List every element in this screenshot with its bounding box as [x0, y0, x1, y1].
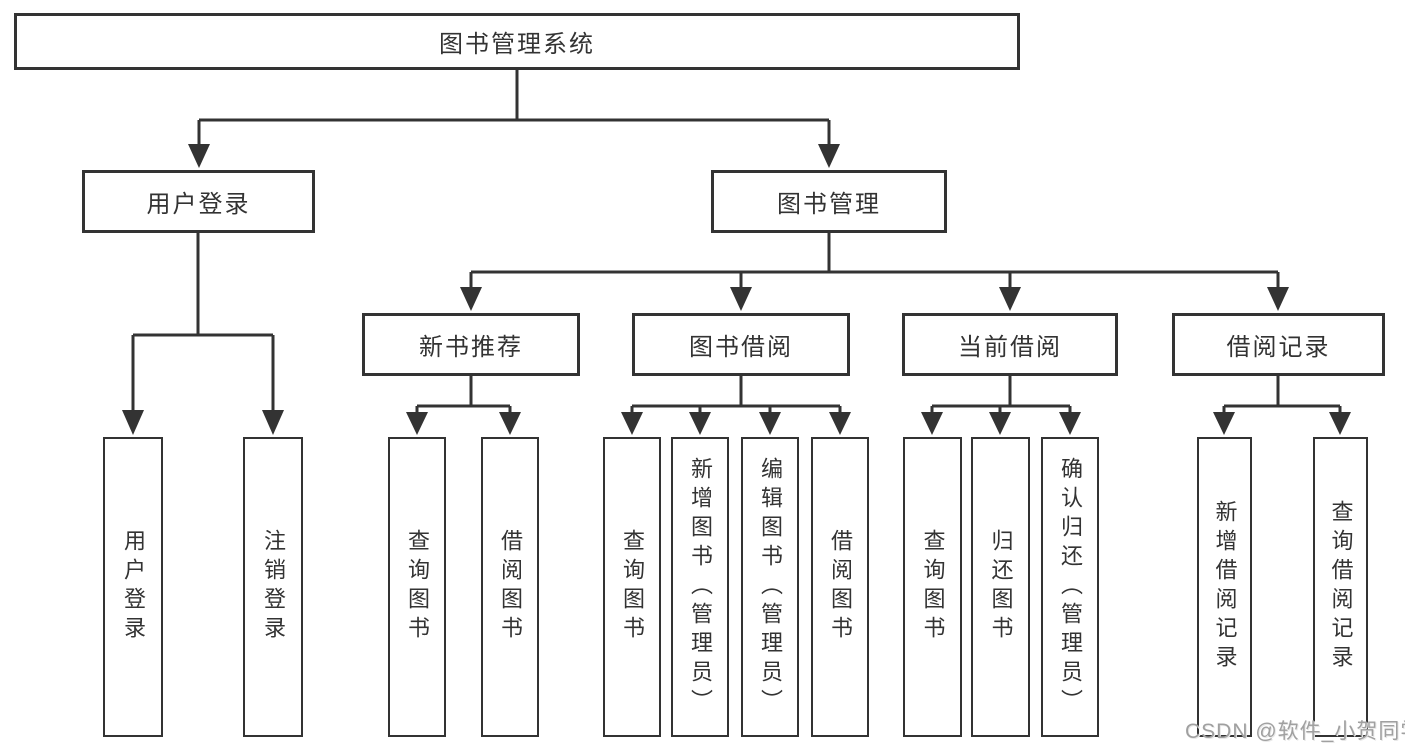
- leaf-label: 用户登录: [121, 529, 146, 645]
- leaf-label: 借阅图书: [498, 529, 523, 645]
- leaf-label: 确认归还（管理员）: [1058, 456, 1083, 718]
- node-current-borrow: 当前借阅: [902, 313, 1118, 376]
- arrowheads: [122, 144, 1351, 435]
- leaf-borrow-books-recommend: 借阅图书: [481, 437, 539, 737]
- leaf-user-login: 用户登录: [103, 437, 163, 737]
- leaf-label: 查询借阅记录: [1328, 500, 1354, 674]
- leaf-confirm-return-admin: 确认归还（管理员）: [1041, 437, 1099, 737]
- node-user-login: 用户登录: [82, 170, 315, 233]
- leaf-label: 借阅图书: [828, 529, 853, 645]
- node-book-management: 图书管理: [711, 170, 947, 233]
- node-root: 图书管理系统: [14, 13, 1020, 70]
- node-book-borrow-label: 图书借阅: [689, 334, 793, 361]
- leaf-return-books: 归还图书: [971, 437, 1030, 737]
- leaf-logout: 注销登录: [243, 437, 303, 737]
- leaf-edit-books-admin: 编辑图书（管理员）: [741, 437, 799, 737]
- leaf-add-books-admin: 新增图书（管理员）: [671, 437, 729, 737]
- leaf-query-books-borrow: 查询图书: [603, 437, 661, 737]
- leaf-label: 归还图书: [988, 529, 1014, 645]
- node-root-label: 图书管理系统: [439, 31, 595, 58]
- leaf-label: 查询图书: [920, 529, 946, 645]
- leaf-label: 注销登录: [261, 529, 286, 645]
- node-new-book-recommend: 新书推荐: [362, 313, 580, 376]
- node-book-management-label: 图书管理: [777, 191, 881, 218]
- watermark: CSDN @软件_小贺同学: [1185, 720, 1405, 743]
- node-new-book-recommend-label: 新书推荐: [419, 334, 523, 361]
- leaf-label: 新增图书（管理员）: [688, 456, 713, 718]
- node-current-borrow-label: 当前借阅: [958, 334, 1062, 361]
- leaf-label: 查询图书: [620, 529, 645, 645]
- node-borrow-record-label: 借阅记录: [1226, 334, 1331, 361]
- leaf-query-books-recommend: 查询图书: [388, 437, 446, 737]
- leaf-label: 查询图书: [405, 529, 430, 645]
- node-user-login-label: 用户登录: [146, 191, 251, 218]
- leaf-label: 新增借阅记录: [1212, 500, 1238, 674]
- leaf-add-borrow-record: 新增借阅记录: [1197, 437, 1252, 737]
- leaf-query-books-current: 查询图书: [903, 437, 962, 737]
- node-book-borrow: 图书借阅: [632, 313, 850, 376]
- node-borrow-record: 借阅记录: [1172, 313, 1385, 376]
- leaf-query-borrow-record: 查询借阅记录: [1313, 437, 1368, 737]
- leaf-borrow-books: 借阅图书: [811, 437, 869, 737]
- leaf-label: 编辑图书（管理员）: [758, 456, 783, 718]
